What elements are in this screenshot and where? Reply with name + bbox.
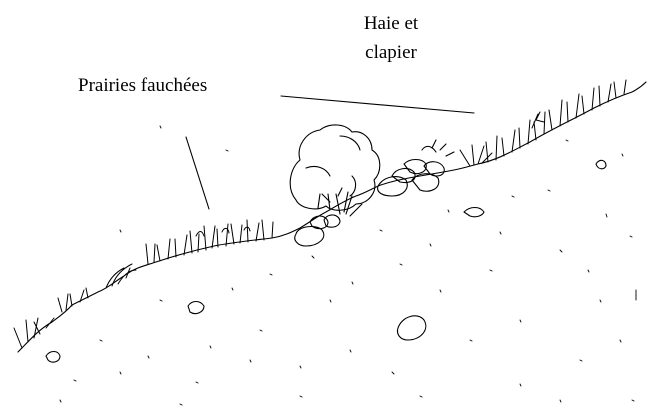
label-haie-line2: clapier	[336, 43, 446, 62]
leader-line-haie	[281, 96, 474, 113]
stone-pile	[295, 140, 454, 246]
hedge-shrubs	[290, 125, 380, 216]
grass-tufts	[14, 80, 626, 348]
label-haie-et-clapier: Haie et clapier	[336, 14, 446, 62]
label-haie-line1: Haie et	[336, 14, 446, 33]
leader-line-prairies	[186, 137, 209, 209]
ground-line	[18, 82, 646, 352]
label-prairies-fauchees: Prairies fauchées	[78, 76, 207, 95]
scattered-stones	[46, 160, 606, 362]
